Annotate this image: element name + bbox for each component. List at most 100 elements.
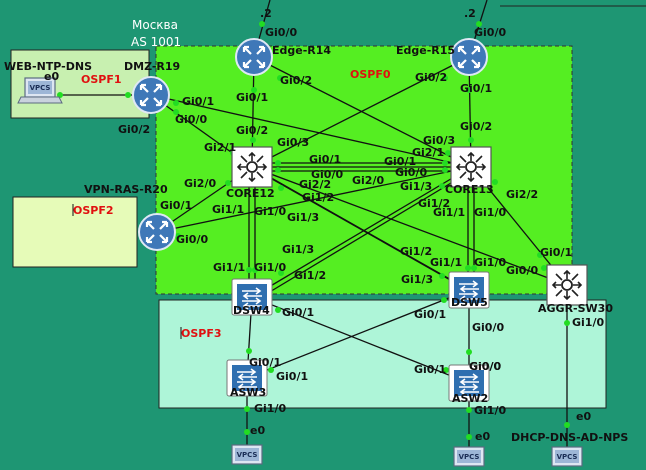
if-label: Gi0/1 — [182, 95, 214, 108]
if-label: Gi0/2 — [280, 74, 312, 87]
router-r19[interactable] — [132, 76, 170, 114]
if-label: Gi1/2 — [302, 191, 334, 204]
router-icon — [450, 38, 488, 76]
if-label: Gi1/0 — [474, 256, 506, 269]
l3-switch-icon — [546, 264, 588, 306]
vpcs-text: VPCS — [30, 84, 51, 92]
router-icon — [138, 213, 176, 251]
if-label: Gi2/2 — [299, 178, 331, 191]
host-web-ntp-dns[interactable]: VPCS — [17, 77, 63, 104]
if-label: Gi0/0 — [474, 26, 506, 39]
if-label: Gi0/0 — [469, 360, 501, 373]
if-label: Gi0/1 — [309, 153, 341, 166]
switch-asw3[interactable] — [226, 359, 268, 397]
if-label: e0 — [475, 430, 490, 443]
router-icon — [132, 76, 170, 114]
l3switch-aggr[interactable] — [546, 264, 588, 306]
if-label: Gi1/1 — [430, 256, 462, 269]
area-label-ospf0: OSPF0 — [350, 68, 391, 81]
if-label: Gi0/0 — [506, 264, 538, 277]
if-label: Gi0/1 — [414, 308, 446, 321]
if-label: Gi0/1 — [249, 356, 281, 369]
node-label-aggr: AGGR-SW30 — [538, 302, 613, 315]
if-label: e0 — [250, 424, 265, 437]
location-as: AS 1001 — [131, 35, 181, 49]
if-label: Gi1/0 — [474, 404, 506, 417]
vpcs-text: VPCS — [557, 453, 578, 461]
vpcs-icon: VPCS — [17, 77, 63, 104]
if-label: Gi1/2 — [294, 269, 326, 282]
if-label: Gi2/1 — [204, 141, 236, 154]
l3-switch-icon — [450, 146, 492, 188]
if-label: Gi0/1 — [282, 306, 314, 319]
link-dots — [57, 21, 570, 440]
area-ospf0 — [155, 45, 573, 295]
if-label: Gi1/3 — [282, 243, 314, 256]
switch-dsw4[interactable] — [231, 278, 273, 316]
if-label: Gi1/0 — [572, 316, 604, 329]
vpcs-text: VPCS — [459, 453, 480, 461]
if-label: Gi1/2 — [400, 245, 432, 258]
if-label: Gi0/0 — [176, 233, 208, 246]
switch-icon — [448, 364, 490, 402]
node-label-web: WEB-NTP-DNS — [4, 60, 92, 73]
if-label: Gi0/1 — [236, 91, 268, 104]
area-label-ospf1: OSPF1 — [81, 73, 122, 86]
node-label-asw2: ASW2 — [452, 392, 488, 405]
if-label: Gi0/1 — [460, 82, 492, 95]
node-label-r20: VPN-RAS-R20 — [84, 183, 168, 196]
host-asw3[interactable]: VPCS — [231, 444, 263, 465]
if-label: Gi1/1 — [433, 206, 465, 219]
switch-dsw5[interactable] — [448, 271, 490, 309]
if-label: Gi0/2 — [236, 124, 268, 137]
switch-icon — [448, 271, 490, 309]
if-label: Gi0/3 — [277, 136, 309, 149]
if-label: Gi0/0 — [469, 360, 501, 373]
router-r14[interactable] — [235, 38, 273, 76]
node-label-core13: CORE13 — [445, 183, 494, 196]
if-label: Gi2/2 — [506, 188, 538, 201]
l3-switch-icon — [231, 146, 273, 188]
if-label: Gi2/1 — [412, 146, 444, 159]
if-label: .2 — [464, 7, 476, 20]
node-label-asw3: ASW3 — [230, 386, 266, 399]
area-ospf2 — [12, 196, 138, 268]
if-label: Gi0/1 — [276, 370, 308, 383]
interface-labels: .2 .2 Gi0/0 Gi0/0 Gi0/2 Gi0/2 Gi0/1 Gi0/… — [44, 7, 604, 443]
if-label: Gi0/2 — [118, 123, 150, 136]
if-label: Gi0/0 — [311, 168, 343, 181]
node-label-r14: Edge-R14 — [272, 44, 331, 57]
if-label: Gi0/2 — [460, 120, 492, 133]
if-label: Gi1/3 — [400, 180, 432, 193]
if-label: Gi1/2 — [418, 197, 450, 210]
vpcs-icon: VPCS — [453, 446, 485, 467]
vpcs-text: VPCS — [237, 451, 258, 459]
if-label: Gi1/0 — [254, 261, 286, 274]
l3switch-core12[interactable] — [231, 146, 273, 188]
if-label: Gi0/2 — [415, 71, 447, 84]
host-dhcp-dns-ad-nps[interactable]: VPCS — [551, 446, 583, 467]
if-label: e0 — [44, 70, 59, 83]
if-label: Gi2/0 — [184, 177, 216, 190]
router-r15[interactable] — [450, 38, 488, 76]
router-r20[interactable] — [138, 213, 176, 251]
node-label-r15: Edge-R15 — [396, 44, 455, 57]
vpcs-icon: VPCS — [551, 446, 583, 467]
switch-icon — [226, 359, 268, 397]
area-label-ospf2: OSPF2 — [73, 204, 114, 217]
if-label: Gi1/1 — [213, 261, 245, 274]
node-label-dsw5: DSW5 — [451, 296, 488, 309]
switch-icon — [231, 278, 273, 316]
switch-asw2[interactable] — [448, 364, 490, 402]
if-label: Gi1/0 — [254, 205, 286, 218]
area-ospf3 — [158, 299, 607, 409]
if-label: Gi0/0 — [395, 166, 427, 179]
l3switch-core13[interactable] — [450, 146, 492, 188]
router-icon — [235, 38, 273, 76]
host-asw2[interactable]: VPCS — [453, 446, 485, 467]
if-label: Gi0/1 — [540, 246, 572, 259]
node-label-core12: CORE12 — [226, 187, 275, 200]
if-label: Gi0/0 — [472, 321, 504, 334]
